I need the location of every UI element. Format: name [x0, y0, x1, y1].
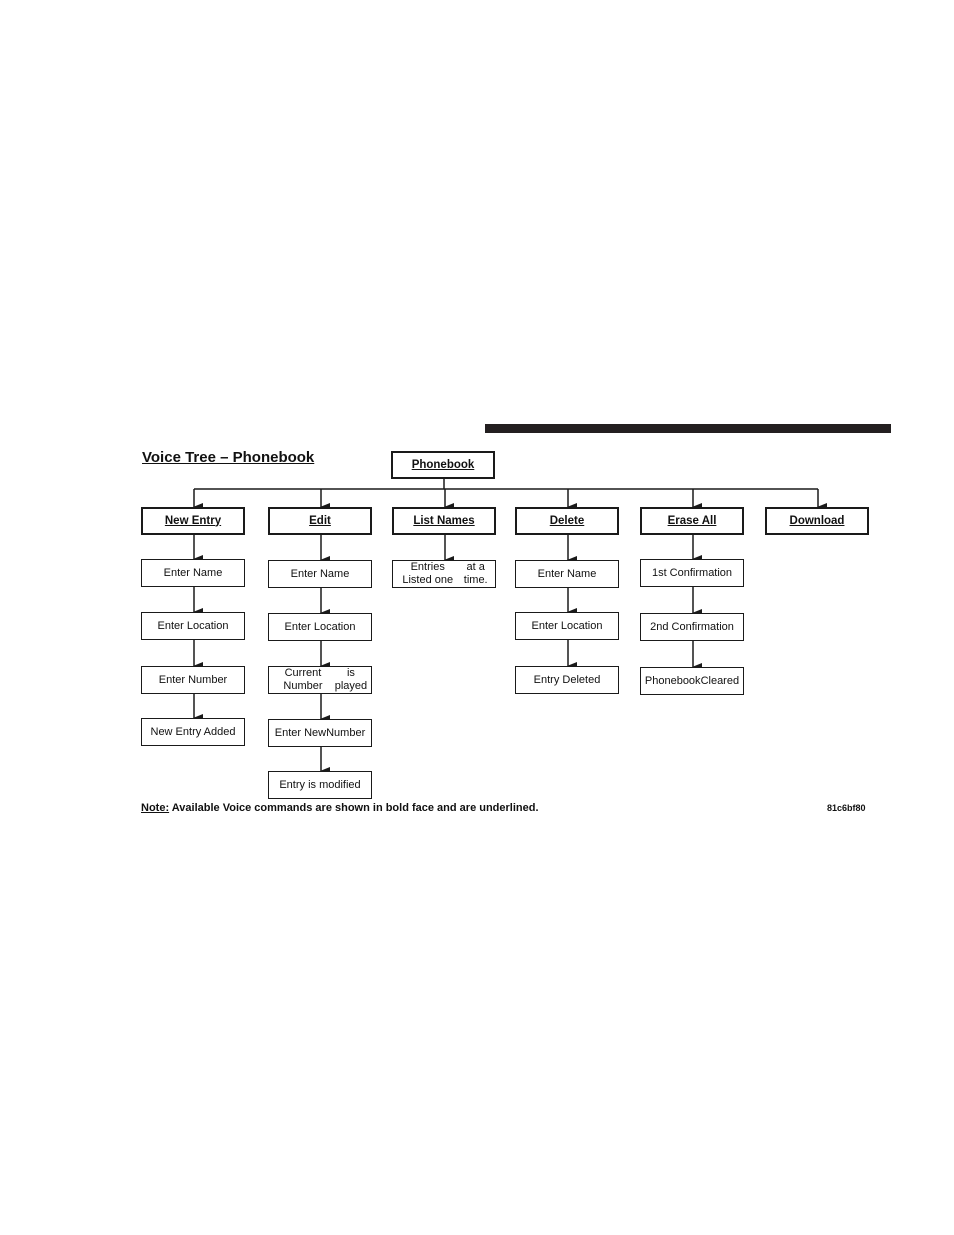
step-text-line: Current Number	[283, 667, 323, 692]
step-text-line: Enter Number	[158, 673, 228, 686]
figure-code: 81c6bf80	[827, 803, 866, 813]
step-new-entry-2: Enter Location	[141, 612, 245, 640]
step-text-line: 2nd Confirmation	[650, 620, 734, 633]
phonebook-node: Phonebook	[391, 451, 495, 479]
step-text-line: Cleared	[700, 674, 740, 687]
command-download: Download	[765, 507, 869, 535]
step-edit-2: Enter Location	[268, 613, 372, 641]
command-label: Edit	[309, 514, 331, 527]
step-text-line: Entries Listed one	[402, 561, 454, 586]
step-text-line: Enter Name	[537, 567, 597, 580]
step-text-line: Entry Deleted	[533, 673, 601, 686]
command-label: Delete	[549, 514, 585, 527]
command-label: Erase All	[667, 514, 717, 527]
step-new-entry-4: New Entry Added	[141, 718, 245, 746]
step-edit-1: Enter Name	[268, 560, 372, 588]
note-text: Available Voice commands are shown in bo…	[169, 802, 539, 814]
step-text-line: Entry is modified	[279, 778, 361, 791]
step-edit-5: Entry is modified	[268, 771, 372, 799]
step-erase-all-2: 2nd Confirmation	[640, 613, 744, 641]
step-text-line: 1st Confirmation	[651, 566, 733, 579]
step-new-entry-1: Enter Name	[141, 559, 245, 587]
command-label: List Names	[413, 514, 475, 527]
command-label: New Entry	[164, 514, 222, 527]
step-text-line: Enter Location	[531, 619, 603, 632]
step-erase-all-1: 1st Confirmation	[640, 559, 744, 587]
command-edit: Edit	[268, 507, 372, 535]
step-delete-1: Enter Name	[515, 560, 619, 588]
step-text-line: Enter Name	[290, 567, 350, 580]
step-text-line: at a time.	[463, 561, 488, 586]
command-label: Download	[789, 514, 845, 527]
step-text-line: New Entry Added	[150, 725, 236, 738]
step-edit-3: Current Number is played	[268, 666, 372, 694]
step-new-entry-3: Enter Number	[141, 666, 245, 694]
command-erase-all: Erase All	[640, 507, 744, 535]
step-text-line: Number	[326, 726, 366, 739]
phonebook-label: Phonebook	[411, 458, 475, 471]
command-list-names: List Names	[392, 507, 496, 535]
note: Note: Available Voice commands are shown…	[141, 802, 539, 814]
step-text-line: Phonebook	[644, 674, 701, 687]
step-text-line: Enter New	[274, 726, 327, 739]
step-delete-3: Entry Deleted	[515, 666, 619, 694]
command-delete: Delete	[515, 507, 619, 535]
header-bar	[485, 424, 891, 433]
note-label: Note:	[141, 802, 170, 814]
step-text-line: Enter Location	[284, 620, 356, 633]
command-new-entry: New Entry	[141, 507, 245, 535]
step-text-line: Enter Name	[163, 566, 223, 579]
step-delete-2: Enter Location	[515, 612, 619, 640]
diagram-title: Voice Tree – Phonebook	[142, 449, 315, 466]
step-list-names-1: Entries Listed one at a time.	[392, 560, 496, 588]
step-text-line: is played	[334, 667, 368, 692]
step-text-line: Enter Location	[157, 619, 229, 632]
